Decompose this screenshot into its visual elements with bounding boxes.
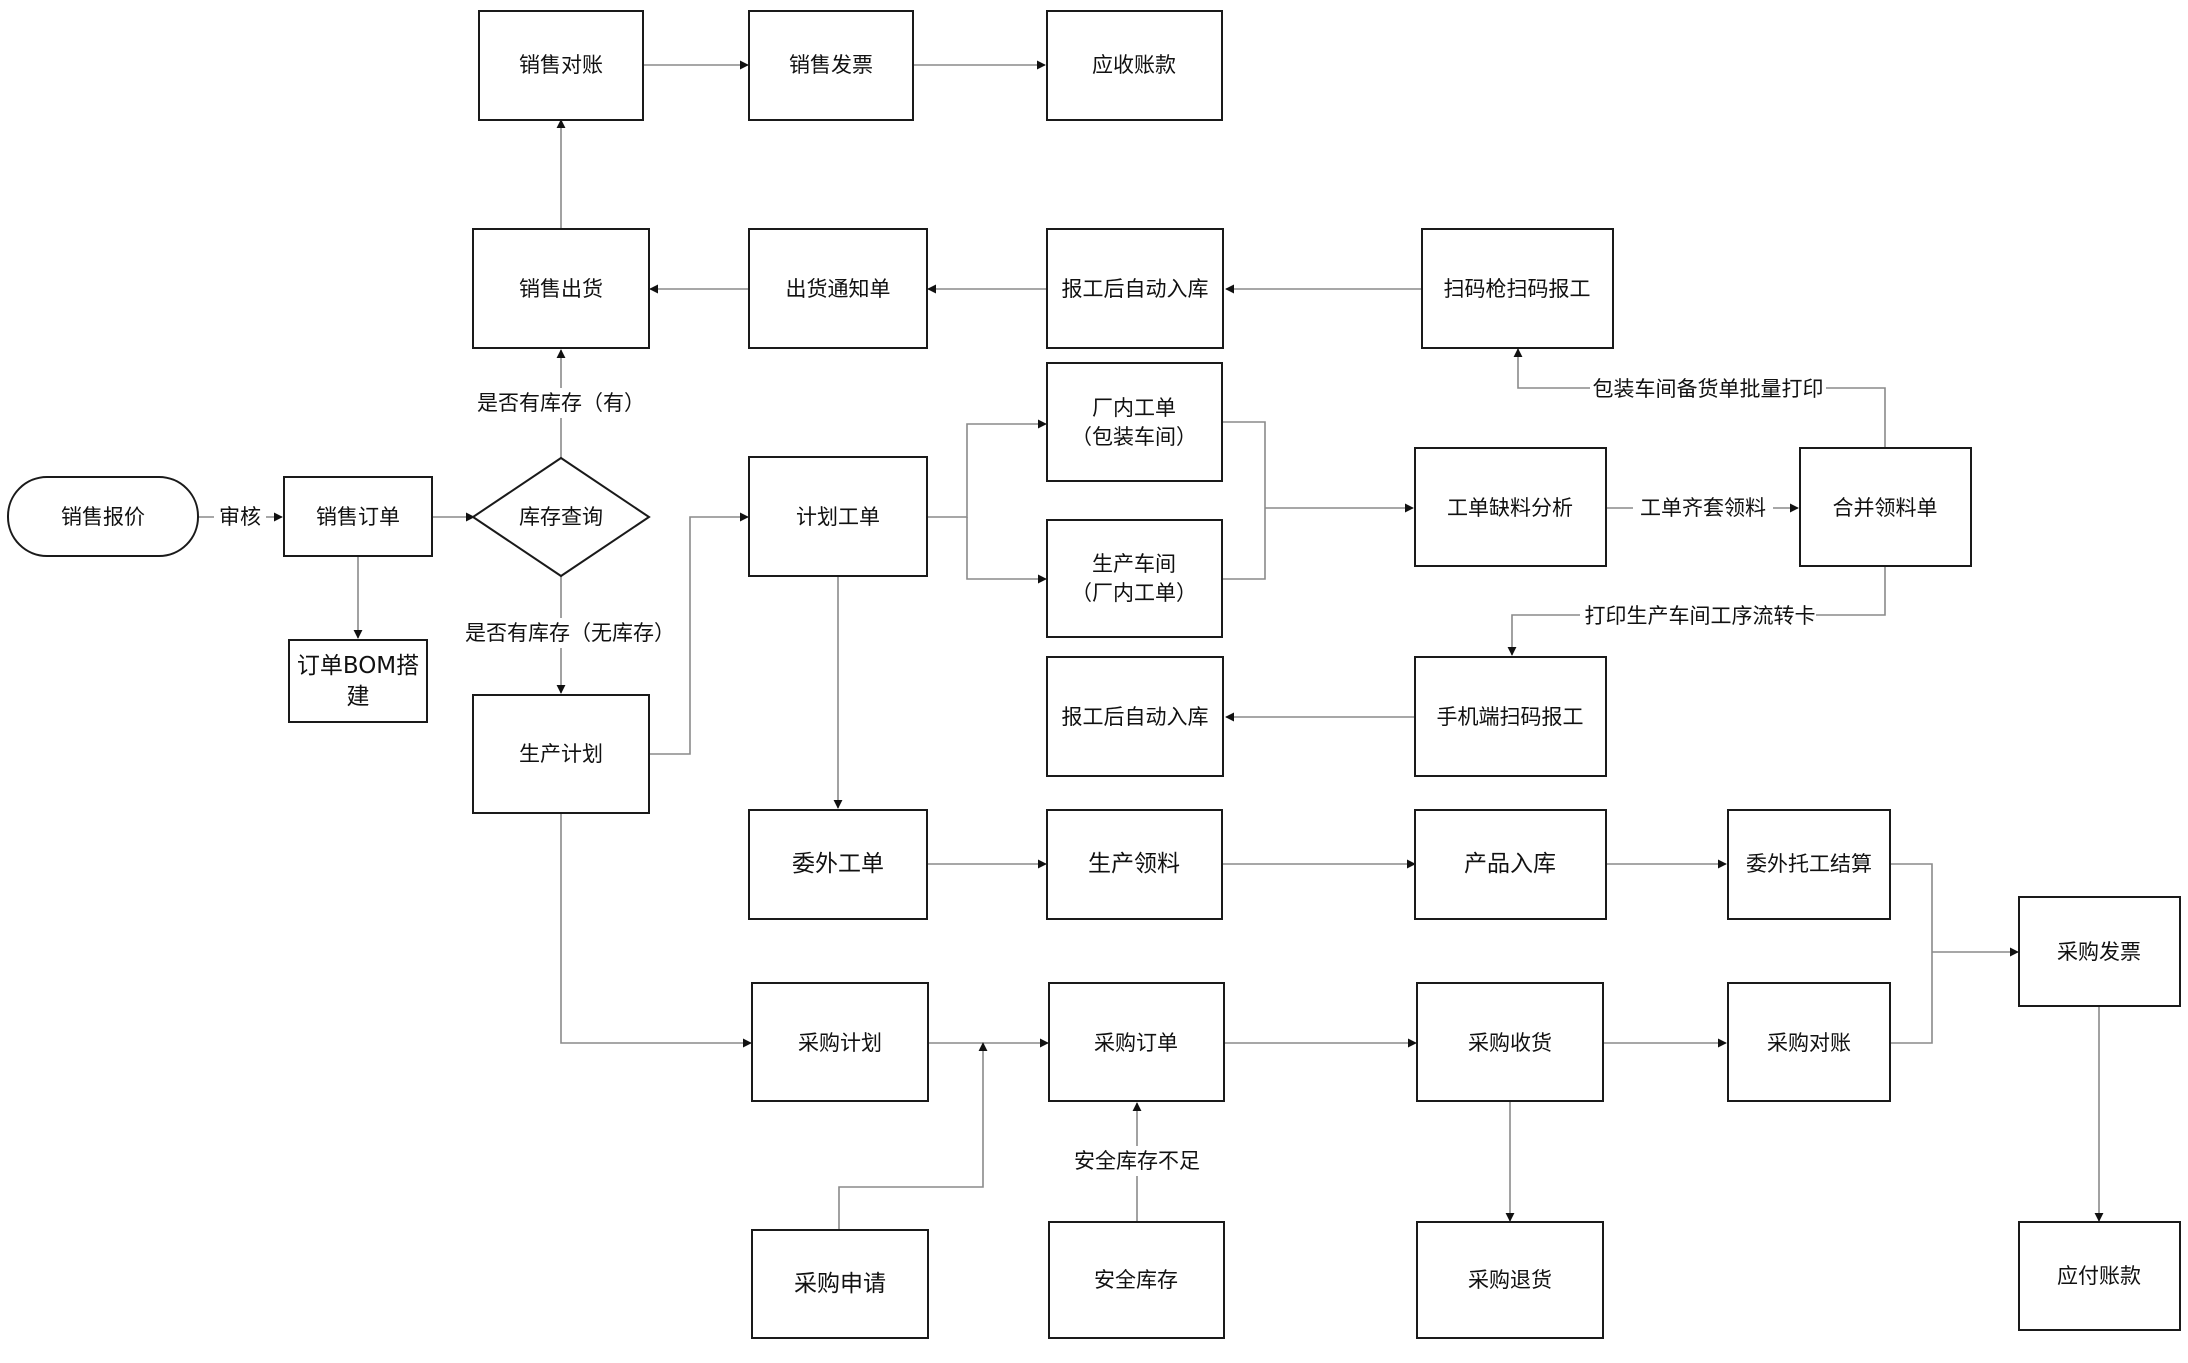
svg-text:生产计划: 生产计划 bbox=[519, 742, 603, 766]
label-audit: 审核 bbox=[219, 505, 261, 529]
svg-text:合并领料单: 合并领料单 bbox=[1833, 496, 1938, 520]
node-receivable[interactable]: 应收账款 bbox=[1046, 10, 1223, 121]
edge-request-to-purorder bbox=[838, 1042, 988, 1229]
order-bom-line-2: 建 bbox=[347, 684, 370, 710]
node-purchase-receive[interactable]: 采购收货 bbox=[1416, 982, 1604, 1102]
node-sales-reconcile[interactable]: 销售对账 bbox=[478, 10, 644, 121]
node-purchase-order[interactable]: 采购订单 bbox=[1048, 982, 1225, 1102]
svg-text:采购订单: 采购订单 bbox=[1094, 1031, 1178, 1055]
node-mobile-scan-report[interactable]: 手机端扫码报工 bbox=[1414, 656, 1607, 777]
node-outsource-order[interactable]: 委外工单 bbox=[748, 809, 928, 920]
edge-labels: 审核 是否有库存（有） 是否有库存（无库存） 包装车间备货单批量打印 工单齐套领… bbox=[214, 373, 1826, 1176]
svg-text:应付账款: 应付账款 bbox=[2057, 1264, 2141, 1288]
node-order-bom[interactable]: 订单BOM搭 建 bbox=[288, 639, 428, 723]
edge-reconcile-merge bbox=[1890, 952, 1933, 1044]
label-no-stock: 是否有库存（无库存） bbox=[465, 621, 675, 645]
nodes: 销售报价 销售订单 订单BOM搭 建 库存查询 销售对账 销售发票 应收账款 bbox=[7, 10, 2181, 1339]
node-sales-ship[interactable]: 销售出货 bbox=[472, 228, 650, 349]
order-bom-line-1: 订单BOM搭 bbox=[297, 653, 419, 679]
svg-text:销售订单: 销售订单 bbox=[316, 505, 400, 529]
svg-text:扫码枪扫码报工: 扫码枪扫码报工 bbox=[1444, 277, 1591, 301]
svg-text:手机端扫码报工: 手机端扫码报工 bbox=[1437, 705, 1584, 729]
svg-text:采购计划: 采购计划 bbox=[798, 1031, 882, 1055]
label-kit-picking: 工单齐套领料 bbox=[1640, 496, 1766, 520]
svg-text:采购退货: 采购退货 bbox=[1468, 1268, 1552, 1292]
node-sales-quote[interactable]: 销售报价 bbox=[7, 476, 199, 557]
node-purchase-request[interactable]: 采购申请 bbox=[751, 1229, 929, 1339]
label-safety-low: 安全库存不足 bbox=[1074, 1149, 1200, 1173]
node-outsource-settle[interactable]: 委外托工结算 bbox=[1727, 809, 1891, 920]
svg-text:委外托工结算: 委外托工结算 bbox=[1746, 852, 1872, 876]
svg-text:出货通知单: 出货通知单 bbox=[786, 277, 891, 301]
edge-planwo-to-factory bbox=[927, 419, 1047, 518]
node-prod-picking[interactable]: 生产领料 bbox=[1046, 809, 1223, 920]
node-stock-query[interactable]: 库存查询 bbox=[471, 456, 651, 578]
svg-text:采购申请: 采购申请 bbox=[794, 1271, 886, 1297]
label-has-stock: 是否有库存（有） bbox=[477, 391, 645, 415]
svg-text:销售出货: 销售出货 bbox=[519, 277, 603, 301]
node-safety-stock[interactable]: 安全库存 bbox=[1048, 1221, 1225, 1339]
svg-text:产品入库: 产品入库 bbox=[1464, 851, 1556, 877]
svg-text:销售报价: 销售报价 bbox=[61, 505, 145, 529]
svg-text:应收账款: 应收账款 bbox=[1092, 53, 1176, 77]
node-prod-workshop[interactable]: 生产车间 （厂内工单） bbox=[1046, 519, 1223, 638]
node-product-stockin[interactable]: 产品入库 bbox=[1414, 809, 1607, 920]
node-prod-plan[interactable]: 生产计划 bbox=[472, 694, 650, 814]
edge-prodplan-to-purplan bbox=[560, 813, 752, 1048]
edges bbox=[198, 60, 2104, 1229]
svg-text:采购对账: 采购对账 bbox=[1767, 1031, 1851, 1055]
node-merge-picking[interactable]: 合并领料单 bbox=[1799, 447, 1972, 567]
node-plan-workorder[interactable]: 计划工单 bbox=[748, 456, 928, 577]
prod-workshop-line-2: （厂内工单） bbox=[1071, 581, 1197, 605]
edge-workshop-merge bbox=[1222, 508, 1266, 580]
node-purchase-return[interactable]: 采购退货 bbox=[1416, 1221, 1604, 1339]
factory-workorder-line-2: （包装车间） bbox=[1071, 425, 1197, 449]
svg-text:采购收货: 采购收货 bbox=[1468, 1031, 1552, 1055]
edge-prodplan-to-planwo bbox=[650, 512, 749, 755]
node-auto-stockin-1[interactable]: 报工后自动入库 bbox=[1046, 228, 1224, 349]
node-sales-invoice[interactable]: 销售发票 bbox=[748, 10, 914, 121]
svg-text:报工后自动入库: 报工后自动入库 bbox=[1062, 277, 1209, 301]
factory-workorder-line-1: 厂内工单 bbox=[1092, 396, 1176, 420]
svg-text:生产领料: 生产领料 bbox=[1088, 851, 1180, 877]
node-shortage-analysis[interactable]: 工单缺料分析 bbox=[1414, 447, 1607, 567]
svg-text:计划工单: 计划工单 bbox=[796, 505, 880, 529]
edge-planwo-to-workshop bbox=[966, 517, 1047, 584]
node-purchase-reconcile[interactable]: 采购对账 bbox=[1727, 982, 1891, 1102]
edge-settle-merge bbox=[1890, 863, 1933, 952]
edge-factory-merge bbox=[1222, 421, 1266, 508]
svg-text:安全库存: 安全库存 bbox=[1094, 1268, 1178, 1292]
svg-text:报工后自动入库: 报工后自动入库 bbox=[1062, 705, 1209, 729]
node-auto-stockin-2[interactable]: 报工后自动入库 bbox=[1046, 656, 1224, 777]
svg-text:采购发票: 采购发票 bbox=[2057, 940, 2141, 964]
node-payable[interactable]: 应付账款 bbox=[2018, 1221, 2181, 1331]
svg-text:库存查询: 库存查询 bbox=[519, 505, 603, 529]
node-purchase-plan[interactable]: 采购计划 bbox=[751, 982, 929, 1102]
svg-text:委外工单: 委外工单 bbox=[792, 851, 884, 877]
prod-workshop-line-1: 生产车间 bbox=[1092, 552, 1176, 576]
label-print-route-card: 打印生产车间工序流转卡 bbox=[1585, 604, 1816, 628]
node-scan-gun-report[interactable]: 扫码枪扫码报工 bbox=[1421, 228, 1614, 349]
node-ship-notice[interactable]: 出货通知单 bbox=[748, 228, 928, 349]
svg-text:销售发票: 销售发票 bbox=[789, 53, 873, 77]
node-sales-order[interactable]: 销售订单 bbox=[283, 476, 433, 557]
svg-text:工单缺料分析: 工单缺料分析 bbox=[1447, 496, 1573, 520]
svg-text:销售对账: 销售对账 bbox=[519, 53, 603, 77]
label-pack-batch-print: 包装车间备货单批量打印 bbox=[1593, 377, 1824, 401]
node-factory-workorder[interactable]: 厂内工单 （包装车间） bbox=[1046, 362, 1223, 482]
node-purchase-invoice[interactable]: 采购发票 bbox=[2018, 896, 2181, 1007]
